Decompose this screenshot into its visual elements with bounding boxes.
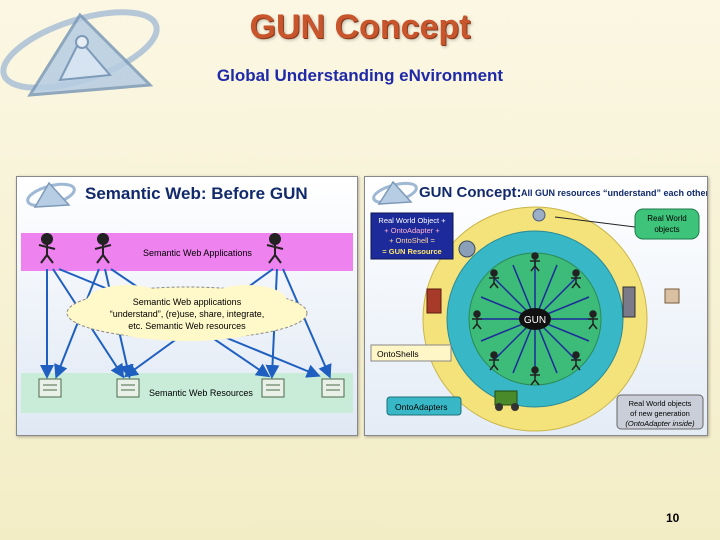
document-icon: [321, 378, 345, 398]
gun-concept-diagram: GUN Concept: All GUN resources “understa…: [370, 180, 707, 432]
device-icon: [622, 286, 636, 318]
cloud-line-2: “understand”, (re)use, share, integrate,: [110, 309, 265, 319]
real-world-objects-box: [634, 208, 700, 240]
cloud-line-3: etc. Semantic Web resources: [128, 321, 246, 331]
app-agent-icons: [38, 233, 284, 264]
resources-label: Semantic Web Resources: [149, 388, 253, 398]
resource-icons: [38, 378, 345, 398]
new-gen-line-1: Real World objects: [629, 399, 692, 408]
formula-line-3: + OntoShell =: [389, 236, 435, 245]
ontoshells-label: OntoShells: [377, 349, 419, 359]
agent-icon: [530, 252, 540, 272]
document-icon: [116, 378, 140, 398]
gun-concept-note: All GUN resources “understand” each othe…: [521, 188, 707, 198]
before-gun-title: Semantic Web: Before GUN: [85, 184, 308, 203]
agent-icon: [530, 366, 540, 386]
gear-icon: [458, 240, 476, 258]
document-icon: [261, 378, 285, 398]
ontoshells-box: [370, 344, 452, 362]
satellite-icon: [532, 208, 546, 222]
formula-line-2: + OntoAdapter +: [384, 226, 440, 235]
panel-logo-icon: [26, 181, 76, 208]
gun-concept-title: GUN Concept:: [419, 184, 522, 201]
agent-icon: [571, 351, 581, 371]
gun-core-label: GUN: [524, 315, 546, 326]
understanding-cloud: [66, 285, 308, 341]
resources-band: [21, 373, 353, 413]
real-world-line-1: Real World: [647, 214, 686, 223]
tractor-icon: [494, 390, 518, 406]
cloud-line-1: Semantic Web applications: [133, 297, 242, 307]
real-world-line-2: objects: [654, 225, 679, 234]
gun-concept-panel: GUN Concept: All GUN resources “understa…: [364, 176, 708, 436]
agent-icon: [571, 269, 581, 289]
object-icon: [664, 288, 680, 304]
agent-icon: [489, 269, 499, 289]
pointer-line: [554, 216, 636, 228]
gun-agent-icons: [472, 252, 598, 386]
bookshelf-icon: [426, 288, 442, 314]
new-gen-line-3: (OntoAdapter inside): [625, 419, 695, 428]
formula-box: [370, 212, 454, 260]
agent-icon: [588, 310, 598, 330]
gun-logo: [0, 9, 160, 97]
agent-icon: [94, 233, 112, 264]
slide-title: GUN Concept: [249, 8, 471, 46]
panel-logo-icon: [372, 180, 418, 205]
ontoadapters-label: OntoAdapters: [395, 402, 447, 412]
formula-line-4: = GUN Resource: [382, 247, 441, 256]
agent-icon: [38, 233, 56, 264]
formula-line-1: Real World Object +: [378, 216, 446, 225]
apps-band: [21, 233, 353, 271]
agent-icon: [266, 233, 284, 264]
document-icon: [38, 378, 62, 398]
apps-label: Semantic Web Applications: [143, 248, 252, 258]
agent-icon: [489, 351, 499, 371]
before-gun-diagram: Semantic Web: Before GUN Semantic Web Ap…: [21, 181, 353, 413]
agent-icon: [472, 310, 482, 330]
gun-core: [519, 308, 551, 330]
new-gen-line-2: of new generation: [630, 409, 690, 418]
ontoadapters-box: [386, 396, 462, 416]
page-number: 10: [666, 511, 680, 525]
new-generation-box: [616, 394, 704, 430]
real-world-object-icons: [426, 208, 680, 411]
slide-subtitle: Global Understanding eNvironment: [216, 66, 504, 85]
before-gun-panel: Semantic Web: Before GUN Semantic Web Ap…: [16, 176, 358, 436]
